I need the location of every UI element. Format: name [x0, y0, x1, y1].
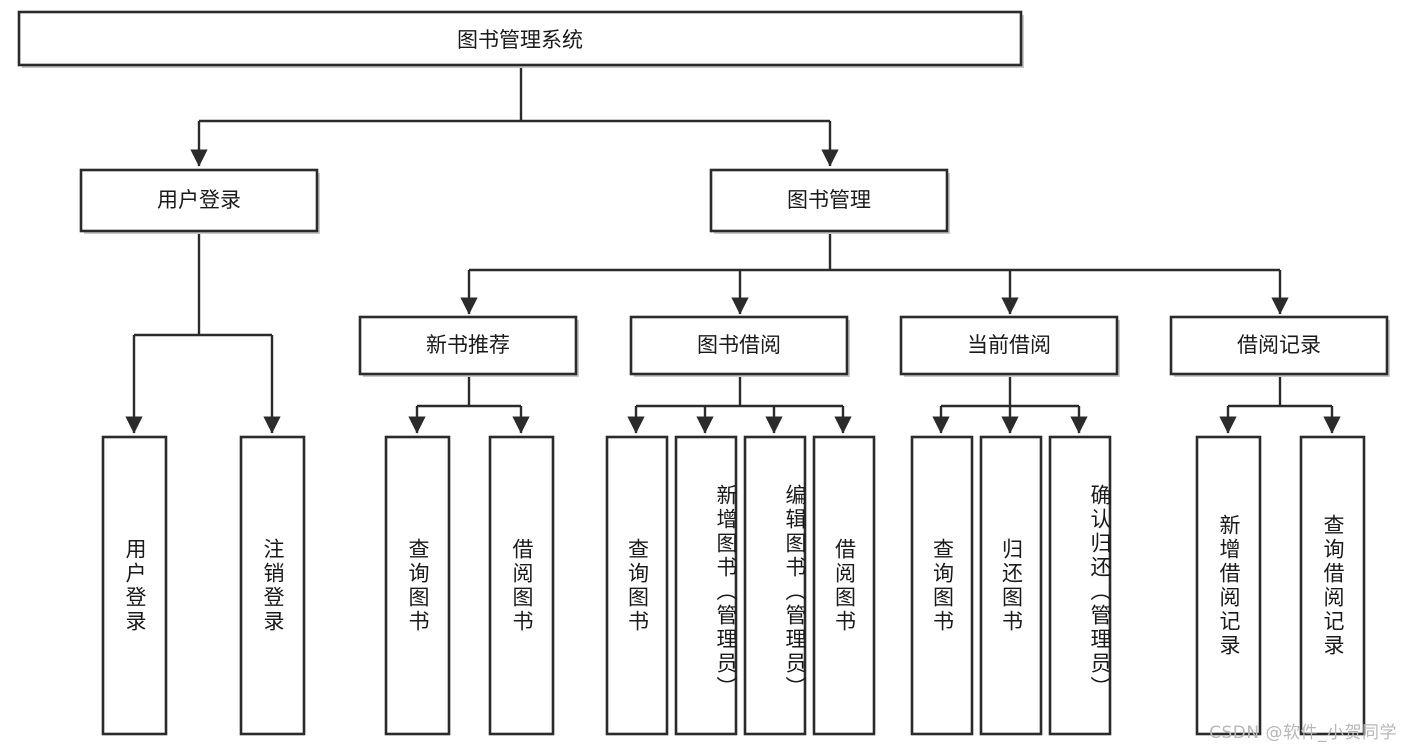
- node-new-book-recommend[interactable]: 新书推荐: [358, 315, 579, 377]
- borrow-record-box: [1169, 315, 1389, 376]
- node-root-book-management-system[interactable]: 图书管理系统: [17, 10, 1024, 68]
- leaf-box-layer: [101, 435, 1366, 736]
- leaf-box-recommend-1[interactable]: [488, 435, 555, 736]
- node-borrow-record[interactable]: 借阅记录: [1169, 315, 1390, 377]
- user-login-label: 用户登录: [157, 188, 241, 212]
- leaf-box-borrow-1[interactable]: [674, 435, 738, 736]
- root-label: 图书管理系统: [457, 28, 583, 52]
- book-management-box: [709, 168, 949, 233]
- book-borrow-label: 图书借阅: [697, 333, 781, 357]
- book-management-label: 图书管理: [787, 188, 871, 212]
- leaf-box-user-login-0[interactable]: [101, 435, 168, 736]
- new-book-recommend-box: [358, 315, 578, 376]
- leaf-box-current-0[interactable]: [910, 435, 974, 736]
- user-login-box: [79, 168, 319, 233]
- connector-layer: [125, 67, 1341, 434]
- leaf-box-borrow-0[interactable]: [605, 435, 669, 736]
- node-book-management[interactable]: 图书管理: [709, 168, 950, 234]
- root-box: [17, 10, 1023, 67]
- node-current-borrow[interactable]: 当前借阅: [899, 315, 1120, 377]
- leaf-box-record-1[interactable]: [1299, 435, 1366, 736]
- node-book-borrow[interactable]: 图书借阅: [629, 315, 850, 377]
- leaf-box-record-0[interactable]: [1195, 435, 1262, 736]
- current-borrow-label: 当前借阅: [967, 333, 1051, 357]
- leaf-box-recommend-0[interactable]: [384, 435, 451, 736]
- new-book-recommend-label: 新书推荐: [426, 333, 510, 357]
- leaf-box-current-1[interactable]: [979, 435, 1043, 736]
- book-borrow-box: [629, 315, 849, 376]
- leaf-box-borrow-3[interactable]: [812, 435, 876, 736]
- borrow-record-label: 借阅记录: [1237, 333, 1321, 357]
- csdn-watermark: CSDN @软件_小贺同学: [1209, 723, 1397, 743]
- node-user-login[interactable]: 用户登录: [79, 168, 320, 234]
- leaf-box-user-login-1[interactable]: [239, 435, 306, 736]
- leaf-box-current-2[interactable]: [1048, 435, 1112, 736]
- current-borrow-box: [899, 315, 1119, 376]
- leaf-box-borrow-2[interactable]: [743, 435, 807, 736]
